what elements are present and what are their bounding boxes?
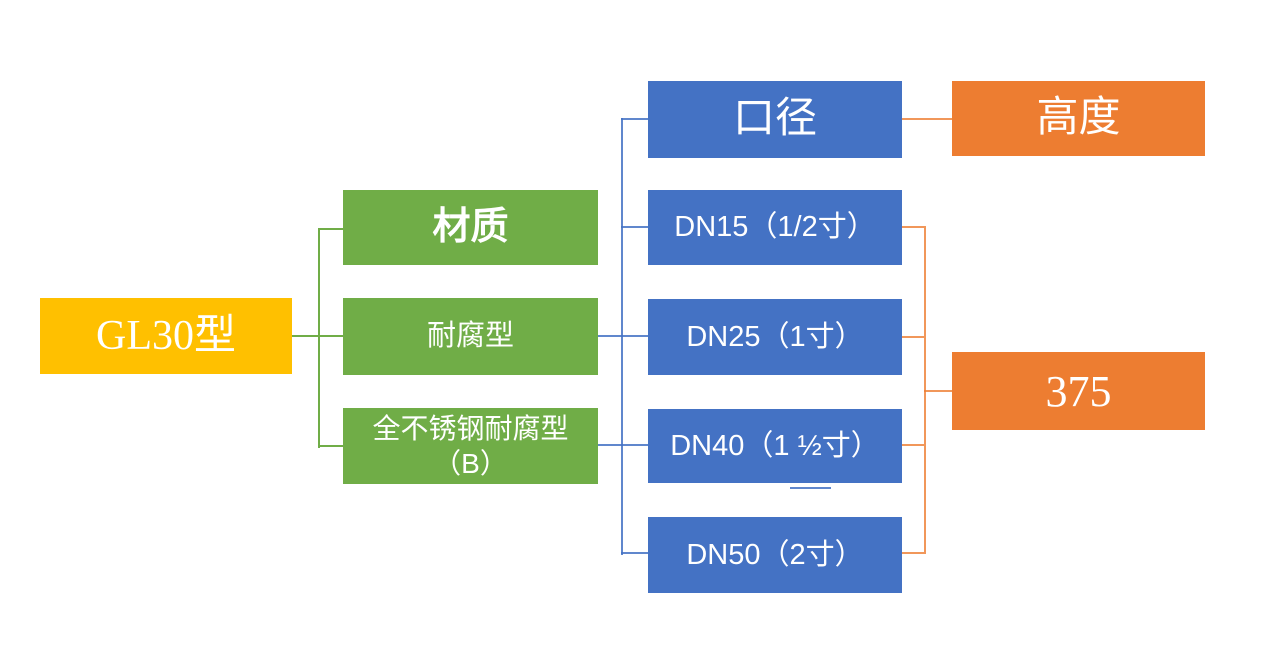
connector-blue-to-dn15	[621, 226, 648, 228]
node-height-header: 高度	[952, 81, 1205, 156]
connector-green-vertical	[318, 228, 320, 448]
node-height-value: 375	[952, 352, 1205, 430]
connector-orange-to-height-value	[924, 390, 952, 392]
node-dn15: DN15（1/2寸）	[648, 190, 902, 265]
node-material-stainless-line1: 全不锈钢耐腐型	[372, 413, 569, 444]
stray-underline	[790, 487, 831, 489]
connector-blue-material1-to-dn25	[598, 335, 648, 337]
node-diameter-header: 口径	[648, 81, 902, 158]
connector-orange-from-dn25	[902, 336, 924, 338]
node-material-stainless-line2: （B）	[433, 448, 508, 479]
connector-orange-header-to-header	[902, 118, 952, 120]
connector-green-to-material-header	[318, 228, 343, 230]
connector-blue-vertical	[621, 118, 623, 555]
connector-blue-to-dn50	[621, 552, 648, 554]
connector-blue-material2-to-dn40	[598, 444, 648, 446]
node-dn50: DN50（2寸）	[648, 517, 902, 593]
connector-orange-from-dn15	[902, 226, 924, 228]
node-dn25: DN25（1寸）	[648, 299, 902, 375]
node-material-corrosion-resistant: 耐腐型	[343, 298, 598, 375]
connector-green-root	[292, 335, 343, 337]
connector-blue-to-diameter-header	[621, 118, 648, 120]
node-material-stainless: 全不锈钢耐腐型 （B）	[343, 408, 598, 484]
connector-orange-from-dn50	[902, 552, 924, 554]
node-material-header: 材质	[343, 190, 598, 265]
node-dn40: DN40（1 ½寸）	[648, 409, 902, 483]
connector-green-to-material-2	[318, 445, 343, 447]
connector-orange-from-dn40	[902, 444, 924, 446]
node-root-model: GL30型	[40, 298, 292, 374]
